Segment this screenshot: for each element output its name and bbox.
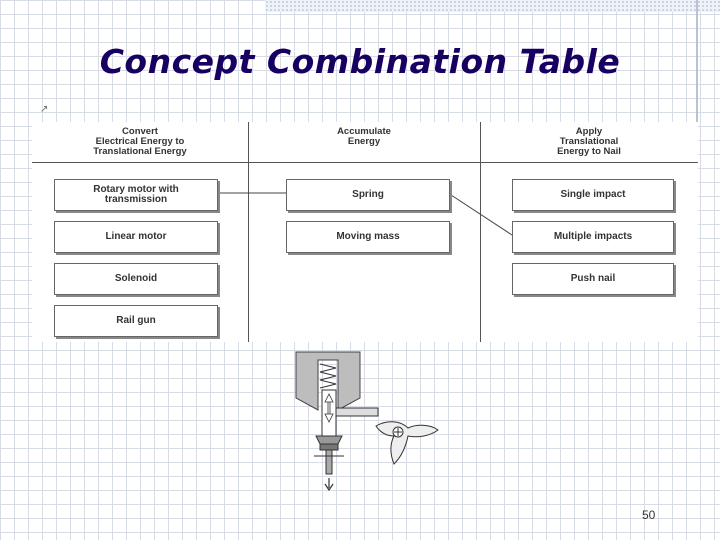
connector-line — [447, 192, 513, 236]
housing — [295, 351, 361, 411]
cam-rotor-icon — [375, 421, 439, 465]
column-divider — [248, 122, 249, 342]
column-divider — [480, 122, 481, 342]
option-moving-mass: Moving mass — [286, 221, 450, 253]
double-arrow-icon — [324, 393, 334, 423]
nail — [325, 449, 333, 475]
down-arrow-icon — [324, 478, 334, 492]
column-heading-apply: Apply Translational Energy to Nail — [557, 126, 621, 157]
header-divider — [32, 162, 698, 163]
spring-icon — [319, 363, 337, 389]
slide-title: Concept Combination Table — [99, 42, 621, 81]
option-push-nail: Push nail — [512, 263, 674, 295]
column-heading-accumulate: Accumulate Energy — [337, 126, 391, 147]
concept-combination-table: Convert Electrical Energy to Translation… — [32, 122, 698, 342]
option-rail-gun: Rail gun — [54, 305, 218, 337]
option-single-impact: Single impact — [512, 179, 674, 211]
option-solenoid: Solenoid — [54, 263, 218, 295]
driver-arm — [335, 407, 379, 417]
scan-mark: ↗ — [40, 104, 49, 115]
combination-connectors — [216, 192, 513, 236]
option-multiple-impacts: Multiple impacts — [512, 221, 674, 253]
decorative-right-bar — [696, 0, 698, 185]
option-spring: Spring — [286, 179, 450, 211]
column-heading-convert: Convert Electrical Energy to Translation… — [93, 126, 187, 157]
decorative-header-band — [265, 0, 720, 12]
page-number: 50 — [642, 508, 656, 522]
option-rotary-motor: Rotary motor with transmission — [54, 179, 218, 211]
driver-head — [315, 435, 343, 445]
nailer-mechanism-sketch — [295, 351, 439, 492]
option-linear-motor: Linear motor — [54, 221, 218, 253]
